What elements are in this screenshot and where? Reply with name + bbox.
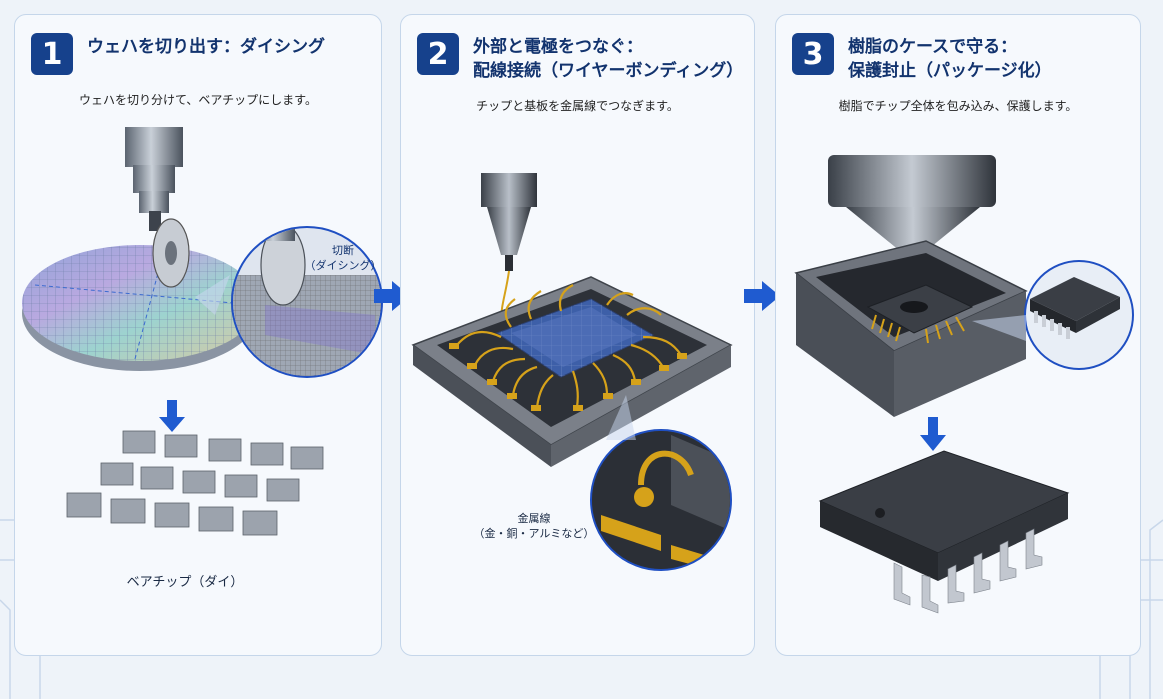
step-arrow-2: [744, 281, 780, 311]
step-title-line2: 保護封止（パッケージ化）: [848, 61, 1052, 81]
metal-wire-callout: 金属線 （金・銅・アルミなど）: [469, 511, 599, 541]
step-number-badge: 2: [417, 33, 459, 75]
step-subtitle: 樹脂でチップ全体を包み込み、保護します。: [838, 99, 1078, 113]
step-title-line1: 樹脂のケースで守る：: [848, 37, 1018, 57]
dicing-callout: 切断 （ダイシング）: [303, 243, 383, 273]
callout-line2: （金・銅・アルミなど）: [473, 527, 595, 540]
step-title-line1: 外部と電極をつなぐ：: [473, 37, 643, 57]
step-2-panel: 2 外部と電極をつなぐ： 配線接続（ワイヤーボンディング） チップと基板を金属線…: [400, 14, 755, 656]
step-title: 樹脂のケースで守る： 保護封止（パッケージ化）: [848, 35, 1130, 83]
encapsulation-illustration: [794, 155, 1134, 614]
callout-line1: 切断: [332, 244, 354, 257]
step-title: ウェハを切り出す：ダイシング: [87, 35, 371, 59]
step-subtitle: チップと基板を金属線でつなぎます。: [476, 99, 679, 113]
step-title-line2: 配線接続（ワイヤーボンディング）: [473, 61, 744, 81]
step-number-badge: 1: [31, 33, 73, 75]
step-3-panel: 3 樹脂のケースで守る： 保護封止（パッケージ化） 樹脂でチップ全体を包み込み、…: [775, 14, 1141, 656]
step-title: 外部と電極をつなぐ： 配線接続（ワイヤーボンディング）: [473, 35, 744, 83]
callout-line1: 金属線: [517, 512, 551, 525]
callout-line2: （ダイシング）: [304, 259, 382, 272]
wire-bonding-illustration: [411, 173, 733, 571]
bare-chip-label: ベアチップ（ダイ）: [126, 575, 244, 590]
step-subtitle: ウェハを切り分けて、ベアチップにします。: [79, 93, 317, 107]
dicing-illustration: [22, 127, 383, 536]
bare-chips: [66, 430, 324, 536]
step-1-panel: 1 ウェハを切り出す：ダイシング ウェハを切り分けて、ベアチップにします。: [14, 14, 383, 656]
step-number-badge: 3: [792, 33, 834, 75]
step-title-line1: ウェハを切り出す：ダイシング: [87, 37, 325, 57]
